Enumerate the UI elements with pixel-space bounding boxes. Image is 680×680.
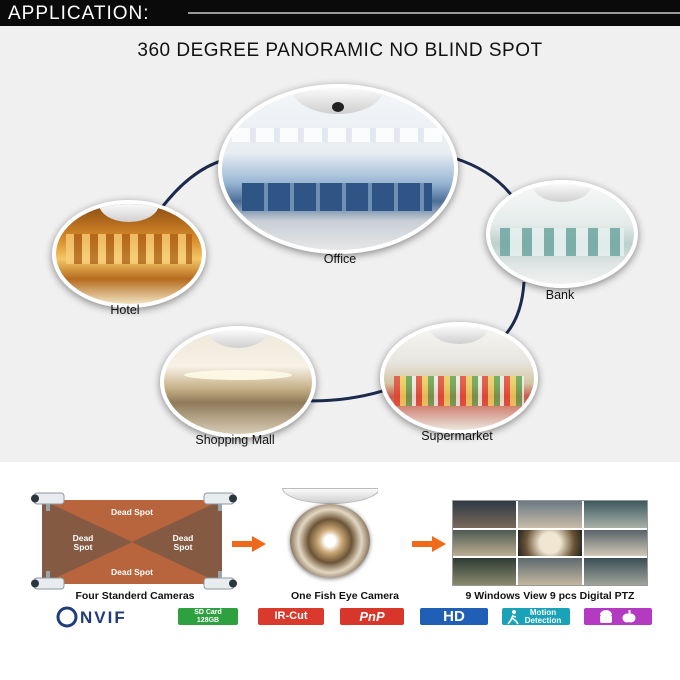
- sd-card-size: 128GB: [196, 617, 220, 624]
- arrow-icon: [232, 536, 266, 552]
- camera-lens-icon: [332, 102, 344, 112]
- bullet-camera-icon: [31, 571, 65, 590]
- sd-card-label: SD Card: [194, 609, 222, 616]
- hd-badge: HD: [420, 608, 488, 625]
- dead-spot-top: Dead Spot: [110, 507, 154, 517]
- fisheye-camera-icon: [429, 326, 489, 344]
- fisheye-camera-icon: [99, 204, 159, 222]
- nine-windows-label: 9 Windows View 9 pcs Digital PTZ: [465, 590, 635, 602]
- header-bar: APPLICATION:: [0, 0, 680, 26]
- header-divider: [188, 12, 680, 14]
- shopping-mall-label: Shopping Mall: [195, 433, 275, 447]
- four-cameras-label: Four Standerd Cameras: [75, 590, 195, 602]
- hd-label: HD: [443, 608, 465, 625]
- fisheye-camera-icon: [208, 330, 268, 348]
- bullet-camera-icon: [203, 492, 237, 511]
- page-title: APPLICATION:: [8, 3, 150, 24]
- supermarket-label: Supermarket: [421, 429, 493, 443]
- platform-badge: [584, 608, 652, 625]
- dead-spot-left-word1: Dead: [72, 533, 94, 543]
- fisheye-label: One Fish Eye Camera: [291, 590, 399, 602]
- android-icon: [600, 610, 612, 623]
- dead-spot-left-word2: Spot: [73, 542, 93, 552]
- hotel-scene: [52, 200, 206, 308]
- dead-spot-right-word1: Dead: [172, 533, 194, 543]
- onvif-logo-icon: NVIF: [56, 606, 127, 628]
- connector-hotel-office: [158, 158, 225, 211]
- bullet-camera-icon: [203, 571, 237, 590]
- nine-windows-view: [452, 500, 648, 586]
- ir-cut-label: IR-Cut: [274, 610, 308, 622]
- detection-label: Detection: [524, 616, 562, 625]
- bullet-camera-icon: [31, 492, 65, 511]
- motion-detection-badge: Motion Detection: [502, 608, 570, 625]
- svg-text:NVIF: NVIF: [80, 608, 127, 627]
- headline: 360 DEGREE PANORAMIC NO BLIND SPOT: [137, 40, 543, 61]
- office-label: Office: [323, 252, 357, 266]
- connector-bank-supermarket: [504, 281, 526, 335]
- fisheye-camera-view: [282, 488, 378, 584]
- arrow-icon: [412, 536, 446, 552]
- sd-card-badge: SD Card 128GB: [178, 608, 238, 625]
- bank-label: Bank: [545, 288, 575, 302]
- connector-office-bank: [453, 156, 514, 197]
- motion-label: Motion: [529, 608, 557, 617]
- hotel-label: Hotel: [110, 303, 140, 317]
- dead-spot-diagram: [42, 500, 222, 584]
- bank-scene: [486, 180, 638, 288]
- four-cameras-diagram: Dead Spot Dead Spot Dead Spot Dead Spot: [42, 500, 222, 584]
- dead-spot-bottom: Dead Spot: [110, 567, 154, 577]
- fisheye-camera-icon: [532, 184, 592, 202]
- running-person-icon: [507, 610, 519, 625]
- office-scene: [218, 84, 458, 254]
- pnp-badge: PnP: [340, 608, 404, 625]
- pnp-label: PnP: [359, 609, 385, 624]
- dead-spot-right-word2: Spot: [173, 542, 193, 552]
- ir-cut-badge: IR-Cut: [258, 608, 324, 625]
- supermarket-scene: [380, 322, 538, 434]
- shopping-mall-scene: [160, 326, 316, 438]
- onvif-logo: NVIF: [56, 606, 156, 628]
- apple-icon: [622, 610, 636, 623]
